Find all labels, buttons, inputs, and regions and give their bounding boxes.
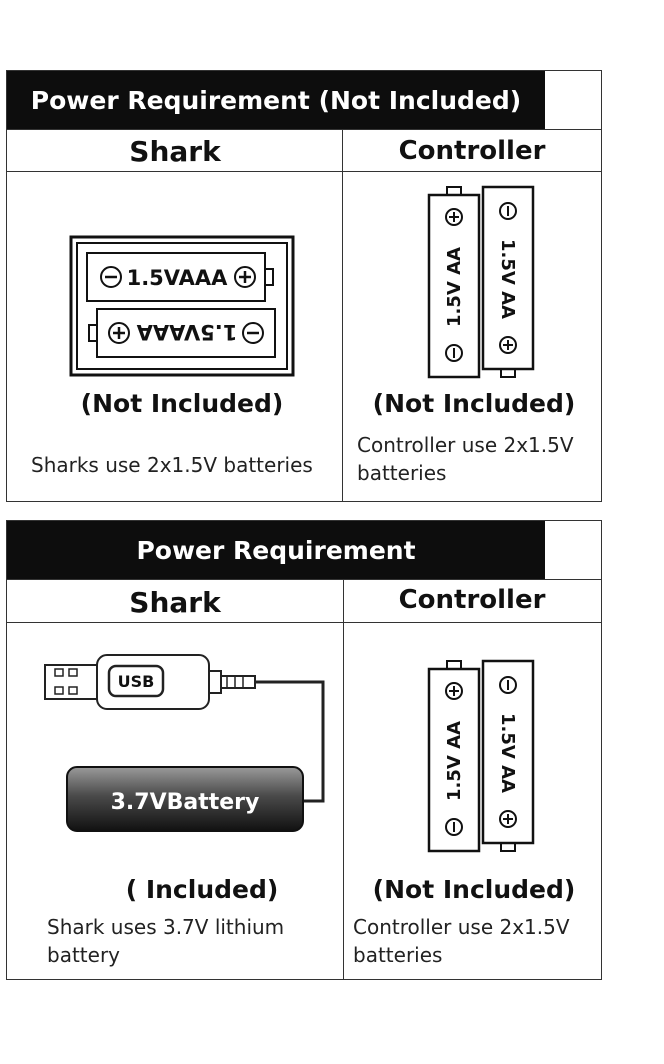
usb-label: USB	[118, 672, 155, 691]
aaa-label-bottom: 1.5VAAA	[136, 320, 238, 344]
controller-status: (Not Included)	[372, 389, 576, 418]
divider	[7, 579, 601, 580]
controller-description: Controller use 2x1.5V batteries	[357, 433, 574, 485]
divider	[342, 129, 343, 501]
shark-description: Sharks use 2x1.5V batteries	[31, 453, 313, 477]
aaa-battery-holder-icon: 1.5VAAA 1.5VAAA	[69, 235, 295, 377]
controller-header: Controller	[398, 136, 546, 166]
power-requirement-panel-1: Power Requirement (Not Included) Shark C…	[6, 70, 602, 502]
divider	[7, 129, 601, 130]
controller-header: Controller	[398, 585, 546, 615]
aa-batteries-icon: 1.5V AA 1.5V AA	[427, 185, 535, 379]
shark-header: Shark	[129, 134, 221, 168]
battery-label: 3.7VBattery	[111, 790, 260, 815]
aa-label-left: 1.5V AA	[444, 721, 465, 801]
usb-charging-battery-icon: USB 3.7VBattery	[44, 654, 325, 832]
divider	[7, 622, 601, 623]
aa-label-left: 1.5V AA	[444, 247, 465, 327]
aaa-label-top: 1.5VAAA	[127, 266, 229, 290]
divider	[7, 171, 601, 172]
shark-status: ( Included)	[125, 875, 279, 904]
shark-description: Shark uses 3.7V lithium battery	[47, 915, 285, 967]
power-requirement-panel-2: Power Requirement Shark Controller USB	[6, 520, 602, 980]
panel-title: Power Requirement (Not Included)	[7, 71, 545, 129]
divider	[343, 579, 344, 979]
aa-label-right: 1.5V AA	[497, 713, 518, 793]
aa-label-right: 1.5V AA	[497, 239, 518, 319]
controller-description: Controller use 2x1.5V batteries	[353, 915, 570, 967]
shark-status: (Not Included)	[80, 389, 284, 418]
aa-batteries-icon: 1.5V AA 1.5V AA	[427, 659, 535, 853]
shark-header: Shark	[129, 585, 221, 619]
controller-status: (Not Included)	[372, 875, 576, 904]
panel-title: Power Requirement	[7, 521, 545, 579]
